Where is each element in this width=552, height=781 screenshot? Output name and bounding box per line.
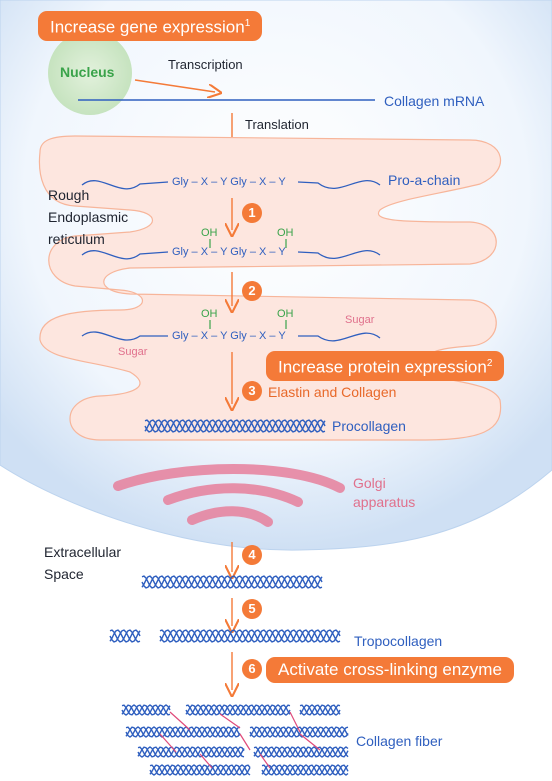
rough-label: Rough [48,187,90,203]
helix-strand [159,629,341,643]
helix-strand [109,629,141,643]
helix-strand [121,704,171,716]
step-4-badge: 4 [242,545,262,565]
helix-strand [144,419,326,433]
transcription-label: Transcription [168,57,243,72]
elastin-collagen-label: Elastin and Collagen [268,384,397,400]
golgi-label-2: apparatus [353,494,416,510]
helix-strand [185,704,291,716]
crosslink-line [169,711,191,731]
helix-strand [249,726,349,738]
reticulum-label: reticulum [48,231,105,247]
sugar-label-left: Sugar [118,346,148,358]
helix-strand [109,629,141,643]
collagen-helix-step4 [141,575,323,589]
tropocollagen-label: Tropocollagen [354,633,443,649]
helix-strand [125,726,241,738]
crosslink-line [289,711,301,733]
step-1-badge: 1 [242,203,262,223]
helix-strand [141,575,323,589]
golgi-label: Golgi [353,475,386,491]
oh-label: OH [277,308,294,320]
nucleus-shape [48,31,132,115]
helix-strand [141,575,323,589]
oh-label: OH [201,227,218,239]
helix-strand [137,746,245,758]
peptide-sequence-3: Gly – X – Y Gly – X – Y [172,330,286,342]
oh-label: OH [277,227,294,239]
collagen-fiber-label: Collagen fiber [356,733,443,749]
golgi-arc-outer [113,464,345,493]
helix-strand [253,746,349,758]
translation-label: Translation [245,117,309,132]
tropocollagen-helices [109,629,341,643]
helix-strand [159,629,341,643]
banner-gene-expression: Increase gene expression1 [38,11,263,41]
helix-strand [137,746,245,758]
crosslink-line [159,733,177,753]
helix-strand [253,746,349,758]
helix-strand [149,764,251,776]
crosslinks [159,711,321,769]
peptide-sequence-2: Gly – X – Y Gly – X – Y [172,246,286,258]
banner-protein-expression: Increase protein expression2 [266,351,505,381]
helix-strand [109,629,141,643]
helix-strand [121,704,171,716]
helix-strand [149,764,251,776]
golgi-arc-inner [187,506,273,527]
space-label: Space [44,566,84,582]
procollagen-label: Procollagen [332,418,406,434]
step-5-badge: 5 [242,599,262,619]
transcription-arrow [134,79,215,92]
step-3-badge: 3 [242,381,262,401]
crosslink-line [299,733,321,751]
banner-crosslinking-enzyme: Activate cross-linking enzyme [266,657,514,683]
helix-strand [299,704,341,716]
helix-strand [144,419,326,433]
helix-strand [149,764,251,776]
helix-strand [121,704,171,716]
collagen-fiber-helices [121,704,349,776]
peptide-sequence-1: Gly – X – Y Gly – X – Y [172,176,286,188]
step-2-badge: 2 [242,281,262,301]
crosslink-line [239,733,251,751]
golgi-arc-middle [163,483,303,507]
helix-strand [249,726,349,738]
helix-strand [159,629,341,643]
helix-strand [144,419,326,433]
helix-strand [261,764,349,776]
crosslink-line [219,713,241,729]
helix-strand [261,764,349,776]
endoplasmic-label: Endoplasmic [48,209,129,225]
mrna-label: Collagen mRNA [384,93,485,109]
step-6-badge: 6 [242,659,262,679]
pro-chain-label: Pro-a-chain [388,172,461,188]
helix-strand [141,575,323,589]
helix-strand [125,726,241,738]
oh-label: OH [201,308,218,320]
procollagen-helix [144,419,326,433]
sugar-label-right: Sugar [345,314,375,326]
crosslink-line [259,753,271,769]
crosslink-line [199,753,213,769]
nucleus-label: Nucleus [60,64,115,80]
extracellular-label: Extracellular [44,544,122,560]
